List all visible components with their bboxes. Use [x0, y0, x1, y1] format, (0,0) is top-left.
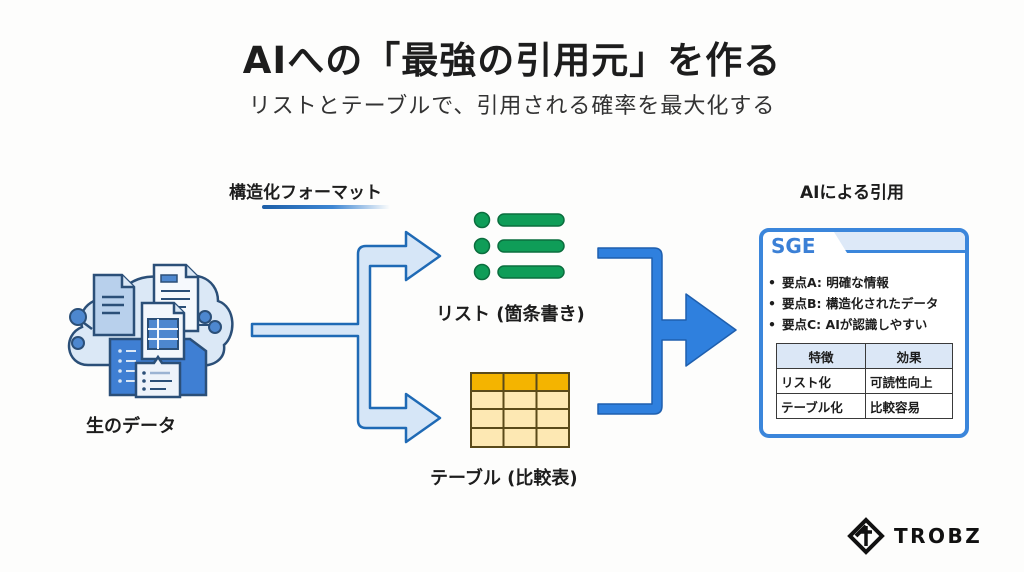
- format-section-underline: [262, 205, 390, 209]
- page-subtitle: リストとテーブルで、引用される確率を最大化する: [248, 94, 776, 119]
- node-dot-icon: [198, 310, 212, 324]
- table-grid-icon: [470, 372, 570, 448]
- table-cell: 可読性向上: [865, 368, 953, 394]
- table-cell: 比較容易: [865, 393, 953, 419]
- merge-arrow-icon: [597, 247, 737, 415]
- sge-card-title: SGE: [771, 234, 816, 258]
- table-cell: テーブル化: [776, 393, 866, 419]
- node-dot-icon: [71, 336, 85, 350]
- output-section-label: AIによる引用: [800, 183, 904, 203]
- table-row: リスト化 可読性向上: [776, 368, 953, 394]
- list-item: 要点B: 構造化されたデータ: [768, 293, 938, 314]
- table-row: テーブル化 比較容易: [776, 393, 953, 419]
- page-title: AIへの「最強の引用元」を作る: [242, 39, 782, 82]
- trobz-logo-icon: [847, 517, 885, 555]
- note-bubble-icon: [134, 354, 182, 399]
- node-dot-icon: [208, 320, 222, 334]
- cloud-documents-icon: [67, 263, 234, 399]
- sge-points-list: 要点A: 明確な情報 要点B: 構造化されたデータ 要点C: AIが認識しやすい: [768, 272, 938, 335]
- spreadsheet-icon: [140, 301, 186, 361]
- sge-card-tab: [834, 232, 965, 253]
- table-node-label: テーブル (比較表): [430, 468, 578, 489]
- brand: TROBZ: [847, 517, 983, 555]
- list-item: 要点C: AIが認識しやすい: [768, 314, 938, 335]
- table-cell: リスト化: [776, 368, 866, 394]
- brand-name: TROBZ: [894, 524, 983, 548]
- bullet-list-icon: [473, 211, 565, 281]
- document-icon: [92, 273, 136, 337]
- format-section-label: 構造化フォーマット: [229, 183, 382, 203]
- split-arrow-icon: [250, 230, 442, 444]
- table-header-row: 特徴 効果: [776, 343, 953, 369]
- sge-comparison-table: 特徴 効果 リスト化 可読性向上 テーブル化 比較容易: [776, 343, 953, 419]
- source-node-label: 生のデータ: [86, 416, 176, 437]
- table-header-cell: 効果: [865, 343, 953, 369]
- magnifier-icon: [69, 308, 93, 330]
- list-item: 要点A: 明確な情報: [768, 272, 938, 293]
- list-node-label: リスト (箇条書き): [436, 304, 585, 325]
- table-header-cell: 特徴: [776, 343, 866, 369]
